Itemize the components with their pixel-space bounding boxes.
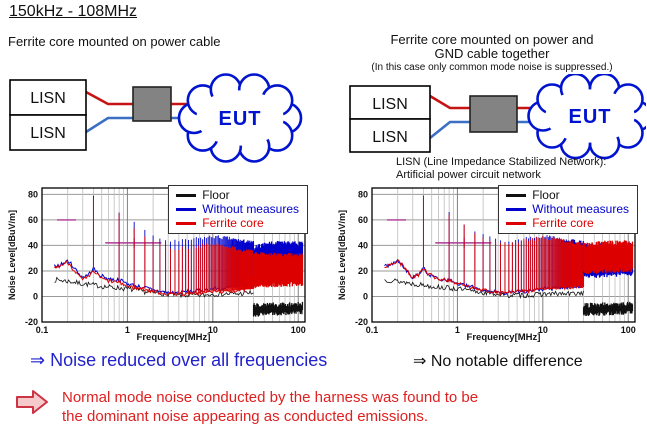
series-floor: [54, 276, 254, 299]
svg-text:100: 100: [621, 325, 636, 335]
lisn-box: [9, 114, 87, 151]
legend-entry-ferrite-core: Ferrite core: [506, 216, 629, 230]
lisn-definition-line1: LISN (Line Impedance Stabilized Network)…: [396, 156, 607, 168]
legend-entry-floor: Floor: [506, 188, 629, 202]
svg-text:Frequency[MHz]: Frequency[MHz]: [137, 332, 211, 343]
svg-text:60: 60: [28, 215, 38, 225]
lisn-box: [349, 118, 431, 153]
caption-no-difference: ⇒ No notable difference: [413, 353, 583, 370]
legend-label: Ferrite core: [202, 216, 264, 230]
page-title: 150kHz - 108MHz: [9, 3, 138, 20]
svg-text:10: 10: [538, 325, 548, 335]
series-ferrite-core: [384, 195, 585, 296]
legend-label: Without measures: [202, 202, 299, 216]
legend-label: Ferrite core: [532, 216, 594, 230]
svg-text:-20: -20: [355, 317, 368, 327]
svg-text:80: 80: [358, 189, 368, 199]
legend-line-swatch: [506, 221, 527, 225]
heading-right: Ferrite core mounted on power and GND ca…: [338, 32, 646, 74]
lisn-definition-note: LISN (Line Impedance Stabilized Network)…: [396, 156, 606, 182]
eut-label: EUT: [569, 106, 612, 128]
block-arrow-icon: [16, 390, 48, 414]
band-ferrite-core: [582, 240, 634, 275]
lisn-definition-line2: Artificial power circuit network: [396, 169, 541, 181]
conclusion-block: Normal mode noise conducted by the harne…: [14, 388, 478, 426]
legend-label: Floor: [532, 188, 560, 202]
svg-text:20: 20: [28, 266, 38, 276]
conclusion-line1: Normal mode noise conducted by the harne…: [62, 389, 479, 406]
svg-text:0.1: 0.1: [36, 325, 49, 335]
legend-label: Floor: [202, 188, 230, 202]
conclusion-line2: the dominant noise appearing as conducte…: [62, 408, 429, 425]
heading-left: Ferrite core mounted on power cable: [8, 34, 221, 49]
lisn-label: LISN: [372, 96, 408, 113]
svg-text:0.1: 0.1: [366, 325, 379, 335]
ferrite-core-rect: [469, 95, 518, 133]
legend-line-swatch: [176, 221, 197, 225]
heading-right-note: (In this case only common mode noise is …: [371, 62, 613, 73]
eut-cloud: EUT: [527, 74, 646, 160]
svg-text:-20: -20: [25, 317, 38, 327]
svg-text:60: 60: [358, 215, 368, 225]
limit-marks: [387, 219, 492, 248]
legend-entry-floor: Floor: [176, 188, 299, 202]
svg-text:80: 80: [28, 189, 38, 199]
lisn-label: LISN: [30, 90, 66, 107]
svg-text:Noise Level[dBuV/m]: Noise Level[dBuV/m]: [7, 210, 17, 300]
eut-cloud: EUT: [177, 73, 303, 163]
setup-diagram-right: LISN LISN EUT: [349, 74, 646, 160]
power-wire-red: [85, 90, 204, 106]
svg-text:0: 0: [363, 291, 368, 301]
band-floor: [582, 301, 634, 317]
svg-text:20: 20: [358, 266, 368, 276]
conclusion-text: Normal mode noise conducted by the harne…: [62, 388, 478, 426]
legend-label: Without measures: [532, 202, 629, 216]
lisn-label: LISN: [30, 125, 66, 142]
svg-text:1: 1: [455, 325, 460, 335]
lisn-box: [349, 85, 431, 120]
eut-label: EUT: [219, 108, 262, 130]
legend-line-swatch: [506, 193, 527, 197]
svg-text:40: 40: [358, 240, 368, 250]
lisn-label: LISN: [372, 129, 408, 146]
band-floor: [252, 301, 304, 317]
legend-entry-without-measures: Without measures: [176, 202, 299, 216]
gnd-wire-blue: [85, 116, 204, 134]
svg-text:Noise Level[dBuV/m]: Noise Level[dBuV/m]: [337, 210, 347, 300]
ferrite-core-rect: [132, 86, 172, 122]
lisn-box: [9, 79, 87, 116]
svg-text:10: 10: [208, 325, 218, 335]
heading-right-line2: GND cable together: [434, 46, 550, 61]
svg-text:0: 0: [33, 291, 38, 301]
setup-diagram-left: LISN LISN EUT: [9, 73, 303, 163]
caption-noise-reduced: ⇒ Noise reduced over all frequencies: [30, 350, 328, 370]
legend-entry-ferrite-core: Ferrite core: [176, 216, 299, 230]
band-ferrite-core: [252, 252, 304, 289]
series-floor: [384, 278, 584, 300]
svg-text:Frequency[MHz]: Frequency[MHz]: [467, 332, 541, 343]
legend-line-swatch: [506, 207, 527, 211]
legend-line-swatch: [176, 193, 197, 197]
svg-text:1: 1: [125, 325, 130, 335]
limit-marks: [57, 219, 162, 248]
svg-text:40: 40: [28, 240, 38, 250]
legend-line-swatch: [176, 207, 197, 211]
svg-text:100: 100: [291, 325, 306, 335]
legend-entry-without-measures: Without measures: [506, 202, 629, 216]
heading-right-line1: Ferrite core mounted on power and: [390, 32, 594, 47]
